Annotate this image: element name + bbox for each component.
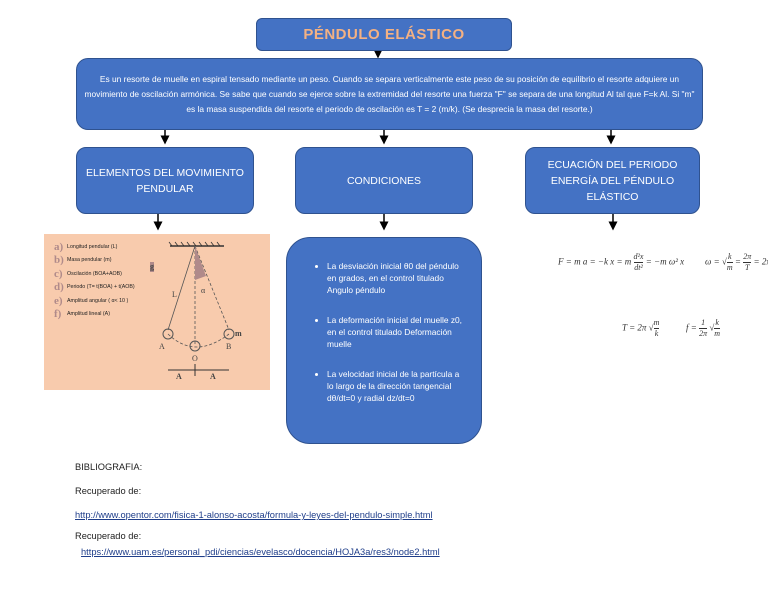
bibliography-heading: BIBLIOGRAFIA: xyxy=(75,462,143,472)
mass-label: m xyxy=(235,329,242,338)
reference-link-2[interactable]: https://www.uam.es/personal_pdi/ciencias… xyxy=(81,547,440,557)
pendulum-item: e)Amplitud angular ( α< 10 ) xyxy=(54,294,129,307)
condition-item: La velocidad inicial de la partícula a l… xyxy=(327,368,465,404)
amplitude-right-label: A xyxy=(210,372,216,381)
length-label: L xyxy=(172,290,177,299)
condition-item: La deformación inicial del muelle z0, en… xyxy=(327,314,465,350)
intro-box: Es un resorte de muelle en espiral tensa… xyxy=(76,58,703,130)
reference-label: Recuperado de: xyxy=(75,486,142,496)
conditions-header: CONDICIONES xyxy=(295,147,473,214)
amplitude-left-label: A xyxy=(176,372,182,381)
pendulum-item: d)Periodo (T= t(BOA) + t(AOB) xyxy=(54,281,135,294)
pendulum-item: f)Amplitud lineal (A) xyxy=(54,308,110,321)
pendulum-elements-list: a)Longitud pendular (L) b)Masa pendular … xyxy=(54,240,135,321)
point-a-label: A xyxy=(159,342,165,351)
pendulum-figure: a)Longitud pendular (L) b)Masa pendular … xyxy=(44,234,270,390)
point-o-label: O xyxy=(192,354,198,363)
pendulum-item: b)Masa pendular (m) xyxy=(54,254,112,267)
reference-label: Recuperado de: xyxy=(75,531,142,541)
elements-header: ELEMENTOS DEL MOVIMIENTO PENDULAR xyxy=(76,147,254,214)
reference-link-1[interactable]: http://www.opentor.com/fisica-1-alonso-a… xyxy=(75,510,433,520)
pendulum-item: a)Longitud pendular (L) xyxy=(54,240,118,253)
pendulum-item: c)Oscilación (BOA+AOB) xyxy=(54,267,122,280)
point-b-label: B xyxy=(226,342,232,351)
conditions-box: La desviación inicial θ0 del péndulo en … xyxy=(286,237,482,444)
equation-header: ECUACIÓN DEL PERIODO ENERGÍA DEL PÉNDULO… xyxy=(525,147,700,214)
page-title: PÉNDULO ELÁSTICO xyxy=(256,18,512,51)
formula-omega: ω = √km = 2πT = 2πf xyxy=(705,252,768,272)
pendulum-drawing xyxy=(150,241,235,376)
gravity-label: g xyxy=(150,262,154,271)
alpha-label: α xyxy=(201,286,206,295)
condition-item: La desviación inicial θ0 del péndulo en … xyxy=(327,260,465,296)
